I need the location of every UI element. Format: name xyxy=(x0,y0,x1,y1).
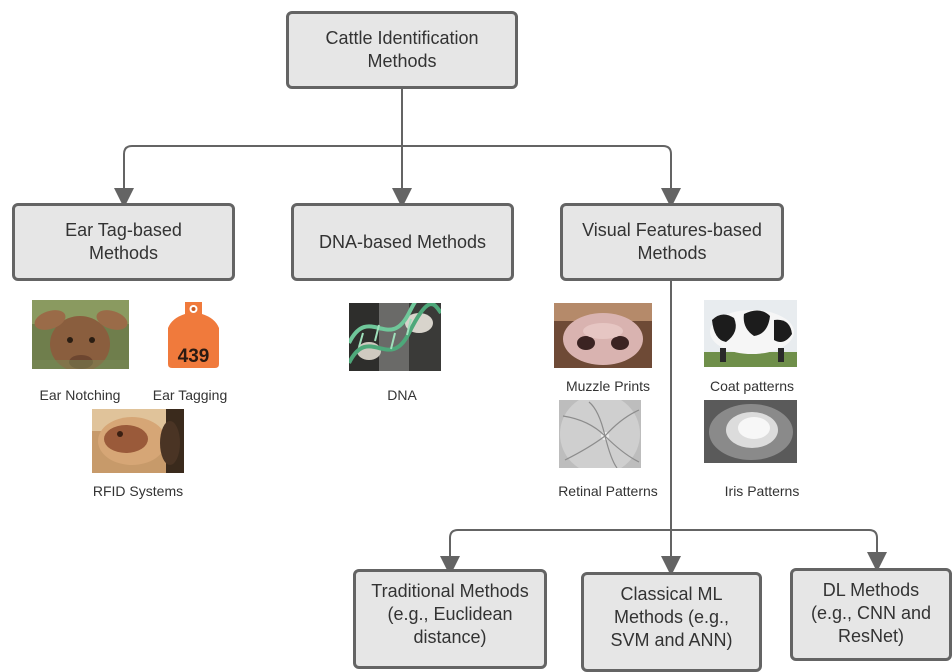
rfid-systems-caption: RFID Systems xyxy=(92,483,184,499)
retinal-patterns-caption: Retinal Patterns xyxy=(558,483,658,499)
connector-to-ear-tag xyxy=(114,145,402,208)
connector-to-traditional xyxy=(440,529,671,576)
visual-features-methods-node: Visual Features-based Methods xyxy=(560,203,784,281)
classical-ml-node-line1: Classical ML xyxy=(620,584,723,604)
classical-ml-node-line2: Methods (e.g., xyxy=(613,607,730,627)
iris-patterns-image xyxy=(704,400,797,463)
ear-tagging-caption: Ear Tagging xyxy=(152,387,228,403)
ear-tag-node-line2: Methods xyxy=(88,243,159,263)
root-node-line1: Cattle Identification xyxy=(325,28,479,48)
muzzle-prints-caption: Muzzle Prints xyxy=(565,378,651,394)
iris-patterns-caption: Iris Patterns xyxy=(724,483,800,499)
classical-ml-node-line3: SVM and ANN) xyxy=(610,630,733,650)
ear-notching-caption: Ear Notching xyxy=(39,387,121,403)
traditional-node-line2: (e.g., Euclidean xyxy=(387,604,513,624)
coat-patterns-image xyxy=(704,300,797,367)
visual-node-line2: Methods xyxy=(637,243,707,263)
root-node-cattle-identification: Cattle Identification Methods xyxy=(286,11,518,89)
dna-caption: DNA xyxy=(387,387,417,403)
visual-node-line1: Visual Features-based xyxy=(582,220,762,240)
coat-patterns-caption: Coat patterns xyxy=(709,378,795,394)
dna-methods-node: DNA-based Methods xyxy=(291,203,514,281)
ear-tag-node-line1: Ear Tag-based xyxy=(65,220,182,240)
dl-node-line3: ResNet) xyxy=(837,626,904,646)
traditional-node-line1: Traditional Methods xyxy=(371,581,529,601)
ear-tag-number: 439 xyxy=(178,346,210,367)
dl-methods-node: DL Methods (e.g., CNN and ResNet) xyxy=(790,568,952,661)
dl-node-line1: DL Methods xyxy=(822,580,920,600)
retinal-patterns-image xyxy=(559,400,641,468)
connector-to-dl xyxy=(671,529,887,572)
traditional-node-line3: distance) xyxy=(413,627,487,647)
classical-ml-methods-node: Classical ML Methods (e.g., SVM and ANN) xyxy=(581,572,762,672)
traditional-methods-node: Traditional Methods (e.g., Euclidean dis… xyxy=(353,569,547,669)
dna-node-line1: DNA-based Methods xyxy=(318,231,487,252)
connector-to-visual xyxy=(402,145,681,208)
muzzle-prints-image xyxy=(554,303,652,368)
root-node-line2: Methods xyxy=(367,51,437,71)
rfid-systems-image xyxy=(92,409,184,473)
ear-tag-methods-node: Ear Tag-based Methods xyxy=(12,203,235,281)
ear-tagging-image: 439 xyxy=(165,300,222,369)
ear-notching-image xyxy=(32,300,129,369)
dl-node-line2: (e.g., CNN and xyxy=(810,603,932,623)
dna-image xyxy=(349,303,441,371)
